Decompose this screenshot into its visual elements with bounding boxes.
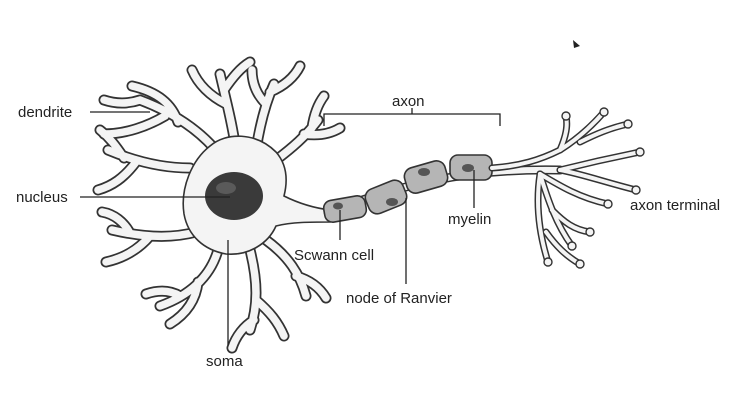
dendrites [92,56,346,354]
schwann-cell-3 [403,160,449,194]
nucleus-highlight [216,182,236,194]
label-schwann-cell: Scwann cell [294,247,374,264]
nucleus-shape [205,172,263,220]
schwann-cell-2 [364,179,408,215]
corner-mark [573,40,580,48]
schwann-cell-1 [322,194,368,224]
schwann-nucleus-4 [462,164,474,172]
leader-lines [80,108,501,345]
myelin-sheath [322,154,493,224]
schwann-nucleus-2 [386,198,398,206]
schwann-nucleus-3 [418,168,430,176]
schwann-nucleus-1 [333,202,343,210]
axon-bracket [323,113,501,126]
label-myelin: myelin [448,211,491,228]
axon-terminal-branches [488,107,645,269]
label-axon-terminal: axon terminal [630,197,720,214]
label-dendrite: dendrite [18,104,72,121]
terminal-knobs [543,107,645,269]
label-axon: axon [392,93,425,110]
dendrite-inner [94,58,344,352]
label-node-of-ranvier: node of Ranvier [346,290,452,307]
label-soma: soma [206,353,243,370]
label-nucleus: nucleus [16,189,68,206]
